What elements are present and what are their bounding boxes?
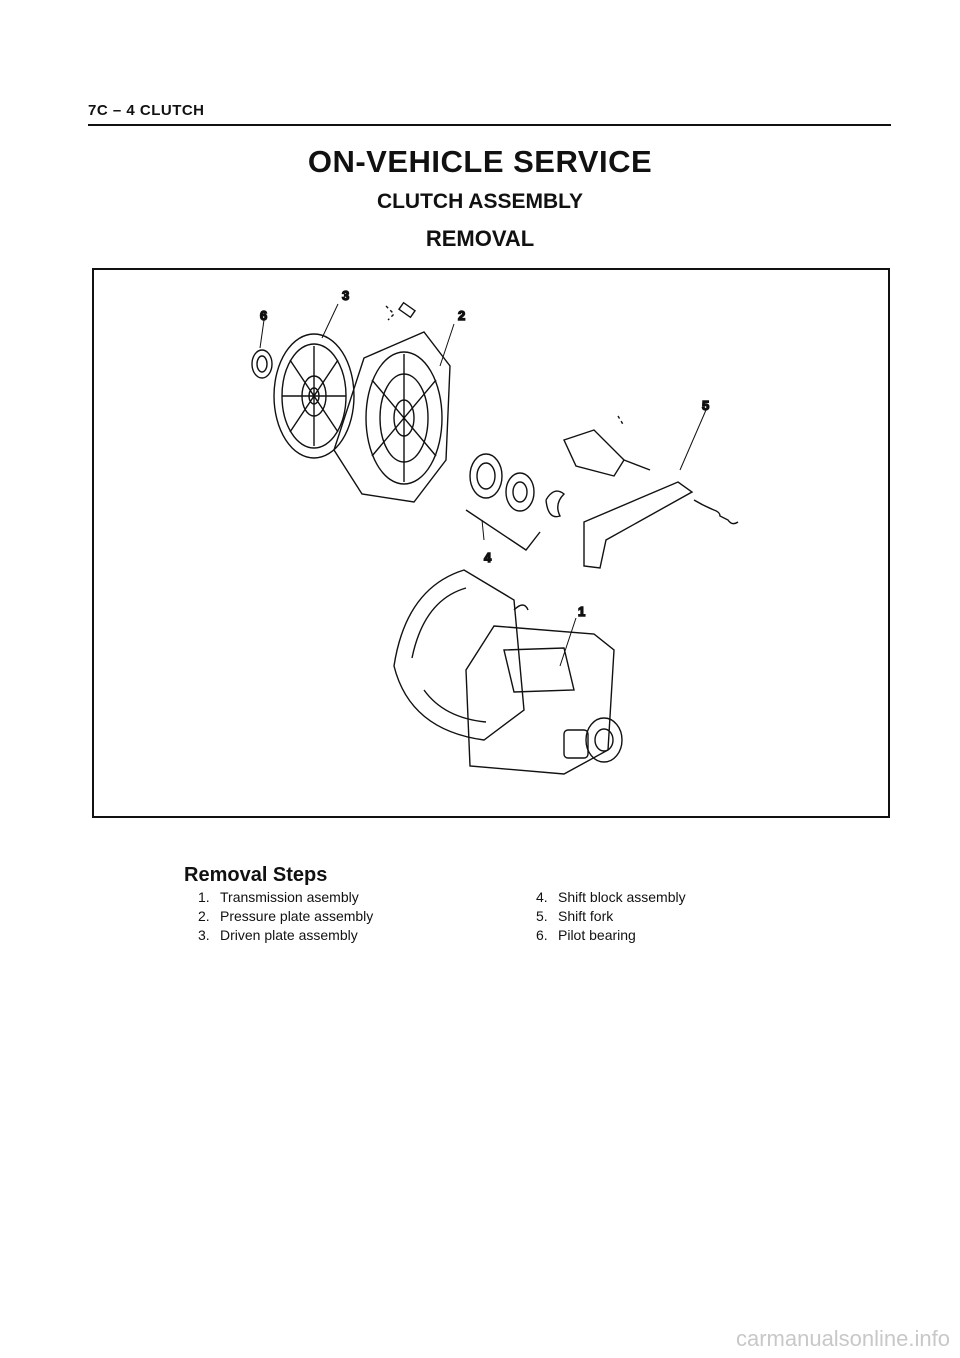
list-item: 4. Shift block assembly [536, 888, 686, 907]
list-item: 3. Driven plate assembly [198, 926, 373, 945]
removal-steps-list-right: 4. Shift block assembly 5. Shift fork 6. Pi… [536, 888, 686, 945]
callout-6: 6 [260, 308, 267, 323]
step-number: 3. [198, 927, 210, 943]
section-label: 7C – 4 CLUTCH [88, 102, 205, 119]
removal-steps-title: Removal Steps [184, 864, 328, 886]
callout-5: 5 [702, 398, 709, 413]
driven-plate-drawing [273, 333, 355, 459]
callout-3: 3 [342, 288, 349, 303]
exploded-view-figure: 3 6 2 5 4 1 [92, 268, 890, 818]
step-label: Shift block assembly [558, 889, 686, 905]
step-number: 2. [198, 908, 210, 924]
clutch-assembly-illustration: 3 6 2 5 4 1 [251, 287, 739, 775]
step-label: Shift fork [558, 908, 614, 924]
list-item: 6. Pilot bearing [536, 926, 686, 945]
step-label: Transmission asembly [220, 889, 359, 905]
step-label: Driven plate assembly [220, 927, 358, 943]
step-label: Pilot bearing [558, 927, 636, 943]
step-label: Pressure plate assembly [220, 908, 374, 924]
callout-4: 4 [484, 550, 492, 565]
list-item: 1. Transmission asembly [198, 888, 373, 907]
procedure-title: REMOVAL [425, 226, 535, 251]
page-header: 7C – 4 CLUTCH [88, 102, 891, 126]
list-item: 2. Pressure plate assembly [198, 907, 373, 926]
shift-block-drawing [465, 453, 566, 551]
shift-fork-drawing [563, 415, 739, 569]
callout-2: 2 [458, 308, 465, 323]
step-number: 6. [536, 927, 548, 943]
page-title: ON-VEHICLE SERVICE [307, 144, 653, 179]
callout-leaders [259, 303, 707, 667]
step-number: 4. [536, 889, 548, 905]
step-number: 1. [198, 889, 210, 905]
transmission-drawing [393, 569, 623, 775]
step-number: 5. [536, 908, 548, 924]
removal-steps-list-left: 1. Transmission asembly 2. Pressure plate … [198, 888, 373, 945]
pilot-bearing-drawing [251, 349, 273, 379]
list-item: 5. Shift fork [536, 907, 686, 926]
pressure-plate-drawing [333, 301, 451, 503]
section-title: CLUTCH ASSEMBLY [376, 190, 584, 213]
watermark: carmanualsonline.info [735, 1326, 950, 1351]
callout-1: 1 [578, 604, 585, 619]
